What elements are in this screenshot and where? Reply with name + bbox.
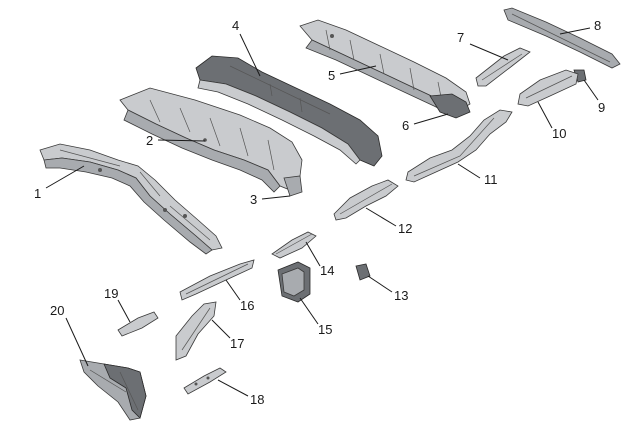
leader-lines <box>45 27 599 397</box>
callout-2: 2 <box>146 133 153 148</box>
part-4-long-beam <box>195 55 383 167</box>
part-20-large-bracket <box>79 359 147 421</box>
part-13-small-bracket <box>355 263 371 281</box>
callout-5: 5 <box>328 68 335 83</box>
callout-numbers: 1 2 3 4 5 6 7 8 9 10 11 12 13 14 15 16 1… <box>34 18 605 407</box>
leader-17 <box>211 319 231 339</box>
leader-1 <box>45 165 85 189</box>
callout-1: 1 <box>34 186 41 201</box>
part-15-box-bracket <box>277 261 311 303</box>
part-14-bracket <box>271 231 317 259</box>
part-2-cross-member <box>119 87 303 193</box>
callout-19: 19 <box>104 286 118 301</box>
part-1-side-rail <box>39 143 223 255</box>
part-18-bracket <box>183 367 227 395</box>
callout-3: 3 <box>250 192 257 207</box>
part-7-bracket <box>475 47 531 87</box>
leader-7 <box>469 43 509 61</box>
leader-16 <box>225 279 241 301</box>
leader-11 <box>457 163 481 179</box>
leader-6 <box>413 113 449 125</box>
leader-5 <box>339 65 377 75</box>
leader-15 <box>299 297 319 325</box>
leader-2 <box>157 139 206 142</box>
part-6-end-bracket <box>429 93 471 119</box>
part-11-s-member <box>405 109 513 183</box>
leader-14 <box>305 241 321 267</box>
leader-18 <box>217 379 249 397</box>
leader-13 <box>367 275 393 293</box>
leader-9 <box>583 79 599 101</box>
callout-12: 12 <box>398 221 412 236</box>
part-16-bracket <box>179 259 255 301</box>
callout-16: 16 <box>240 298 254 313</box>
leader-19 <box>117 299 131 323</box>
callout-20: 20 <box>50 303 64 318</box>
callout-15: 15 <box>318 322 332 337</box>
part-19-bracket <box>117 311 159 337</box>
part-10-bracket <box>517 69 579 107</box>
leader-12 <box>365 207 397 227</box>
callout-14: 14 <box>320 263 334 278</box>
part-8-thin-rail <box>503 7 621 69</box>
callout-4: 4 <box>232 18 239 33</box>
callout-9: 9 <box>598 100 605 115</box>
callout-18: 18 <box>250 392 264 407</box>
leader-20 <box>65 317 89 367</box>
leader-4 <box>239 33 261 77</box>
leader-10 <box>537 101 553 129</box>
part-17-bracket <box>175 301 217 361</box>
part-12-bracket <box>333 179 399 221</box>
callout-11: 11 <box>484 172 498 187</box>
callout-7: 7 <box>457 30 464 45</box>
callout-6: 6 <box>402 118 409 133</box>
callout-10: 10 <box>552 126 566 141</box>
leader-3 <box>261 195 291 200</box>
callout-13: 13 <box>394 288 408 303</box>
leader-8 <box>559 27 591 35</box>
callout-8: 8 <box>594 18 601 33</box>
part-3-end-piece <box>283 175 303 197</box>
callout-17: 17 <box>230 336 244 351</box>
